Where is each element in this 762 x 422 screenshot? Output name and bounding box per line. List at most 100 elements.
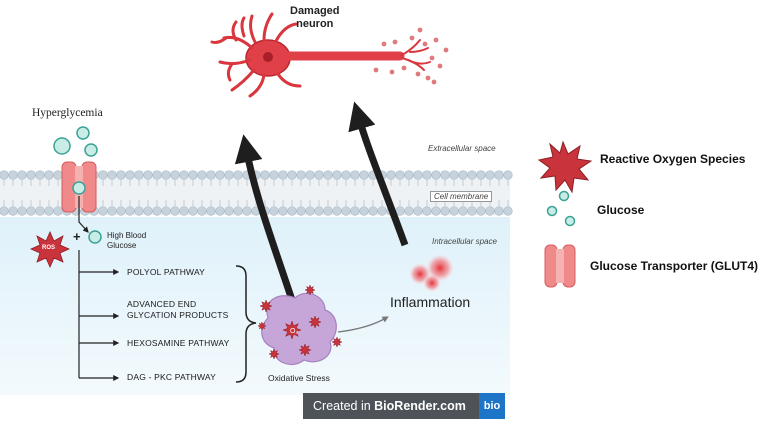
- membrane-head: [494, 206, 504, 216]
- membrane-head: [143, 170, 153, 180]
- arrow-oxidative-to-neuron: [234, 134, 296, 302]
- ros-star: [268, 348, 280, 360]
- neuron-fragment-dot: [392, 39, 398, 45]
- membrane-head: [125, 206, 135, 216]
- plus-sign: +: [73, 229, 81, 244]
- membrane-head: [440, 206, 450, 216]
- membrane-head: [422, 206, 432, 216]
- ros-star: [308, 315, 322, 329]
- membrane-head: [377, 206, 387, 216]
- membrane-head: [422, 170, 432, 180]
- intracellular-label: Intracellular space: [432, 237, 497, 246]
- ros-star: [259, 299, 273, 313]
- membrane-head: [260, 170, 270, 180]
- membrane-head: [296, 206, 306, 216]
- membrane-head: [440, 170, 450, 180]
- membrane-head: [143, 206, 153, 216]
- membrane-head: [0, 206, 9, 216]
- membrane-head: [215, 170, 225, 180]
- ros-badge-label: ROS: [42, 245, 56, 251]
- membrane-head: [0, 170, 9, 180]
- ros-cluster: [257, 284, 343, 360]
- membrane-head: [458, 170, 468, 180]
- membrane-head: [152, 170, 162, 180]
- membrane-head: [215, 206, 225, 216]
- membrane-head: [386, 170, 396, 180]
- membrane-head: [413, 170, 423, 180]
- cell-membrane-label: Cell membrane: [430, 191, 493, 202]
- membrane-head: [458, 206, 468, 216]
- membrane-head: [53, 206, 63, 216]
- membrane-head: [431, 206, 441, 216]
- o2-label: O₂: [290, 328, 298, 335]
- membrane-head: [314, 170, 324, 180]
- membrane-head: [170, 170, 180, 180]
- membrane-head: [197, 206, 207, 216]
- membrane-head: [125, 170, 135, 180]
- membrane-head: [350, 206, 360, 216]
- membrane-head: [476, 170, 486, 180]
- membrane-head: [170, 206, 180, 216]
- membrane-head: [494, 170, 504, 180]
- legend-glut4-icon: [544, 244, 576, 288]
- membrane-head: [8, 206, 18, 216]
- membrane-head: [224, 206, 234, 216]
- membrane-head: [44, 170, 54, 180]
- neuron-fragment-dot: [433, 37, 439, 43]
- damaged-neuron: [210, 12, 431, 98]
- glucose-molecules: [53, 126, 102, 244]
- membrane-head: [431, 170, 441, 180]
- hyperglycemia-label: Hyperglycemia: [32, 107, 103, 119]
- membrane-head: [359, 206, 369, 216]
- membrane-head: [413, 206, 423, 216]
- membrane-head: [404, 206, 414, 216]
- neuron-fragment-dot: [437, 63, 443, 69]
- badge-brand: BioRender.com: [374, 399, 466, 413]
- membrane-head: [116, 170, 126, 180]
- membrane-head: [269, 170, 279, 180]
- membrane-head: [179, 206, 189, 216]
- arrow-inflammation-to-neuron: [348, 101, 409, 247]
- membrane-head: [395, 170, 405, 180]
- membrane-head: [404, 170, 414, 180]
- membrane-head: [17, 206, 27, 216]
- membrane-head: [152, 206, 162, 216]
- membrane-head: [107, 206, 117, 216]
- pathway-connectors: [78, 250, 120, 381]
- membrane-head: [242, 206, 252, 216]
- membrane-head: [179, 170, 189, 180]
- oxidative-stress-label: Oxidative Stress: [268, 373, 330, 383]
- membrane-head: [287, 170, 297, 180]
- oxidative-stress-blob: [261, 292, 337, 365]
- biorender-logo-icon: bio: [479, 393, 505, 419]
- neuron-fragment-dot: [415, 71, 421, 77]
- membrane-head: [44, 206, 54, 216]
- legend-glucose-icon: [546, 190, 576, 227]
- ros-star: [282, 320, 302, 340]
- glucose-entry-arrow: [78, 196, 89, 233]
- membrane-head: [485, 170, 495, 180]
- membrane-head: [26, 206, 36, 216]
- legend-ros-label: Reactive Oxygen Species: [600, 152, 746, 166]
- pathway-age: ADVANCED END GLYCATION PRODUCTS: [127, 299, 229, 320]
- ros-badge-star: [30, 231, 70, 268]
- membrane-head: [188, 170, 198, 180]
- membrane-head: [35, 170, 45, 180]
- ros-star: [304, 284, 316, 296]
- membrane-head: [323, 170, 333, 180]
- membrane-head: [305, 206, 315, 216]
- biorender-badge[interactable]: Created in BioRender.com bio: [303, 393, 505, 419]
- ros-star: [331, 336, 343, 348]
- membrane-head: [161, 206, 171, 216]
- neuron-fragment-dot: [429, 55, 435, 61]
- membrane-head: [467, 170, 477, 180]
- neuron-fragment-dot: [401, 65, 407, 71]
- membrane-head: [26, 170, 36, 180]
- membrane-head: [53, 170, 63, 180]
- pathway-dag-pkc: DAG - PKC PATHWAY: [127, 372, 217, 382]
- neuron-fragment-dot: [422, 41, 428, 47]
- inflammation-label: Inflammation: [390, 294, 471, 310]
- membrane-head: [116, 206, 126, 216]
- membrane-head: [341, 170, 351, 180]
- badge-prefix: Created in: [313, 399, 375, 413]
